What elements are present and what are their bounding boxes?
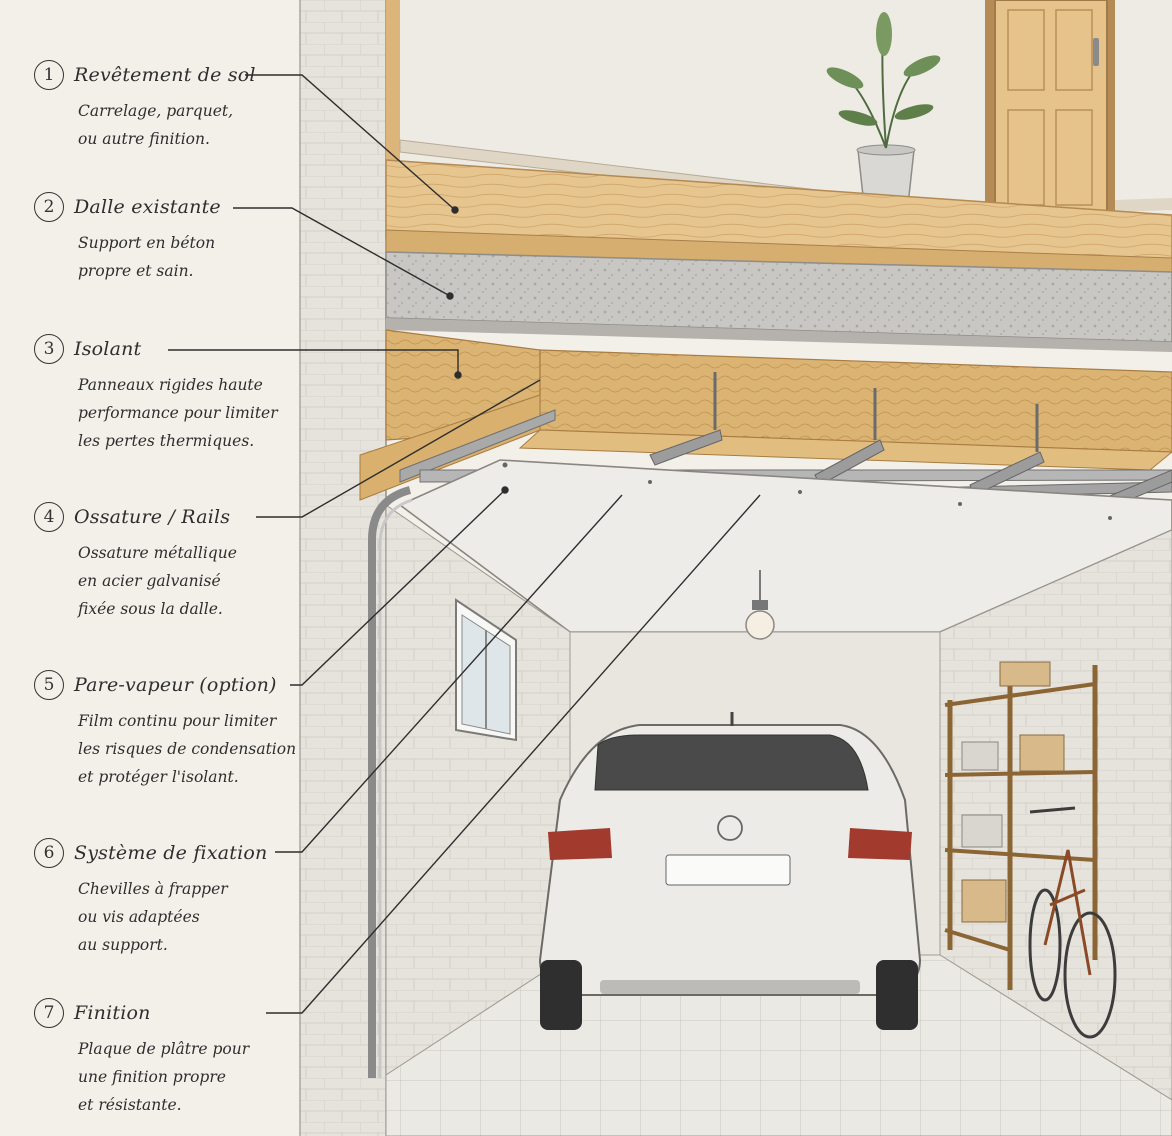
door-handle-icon [1093,38,1099,66]
legend-title: Finition [74,1002,151,1024]
leader-lines [168,74,761,1014]
legend-title: Système de fixation [74,842,268,864]
legend-number-badge: 3 [34,334,64,364]
garage-door-rail [368,486,413,1078]
layer-insulation [359,329,1172,501]
door [985,0,1115,220]
potted-plant [826,12,941,206]
legend-number-badge: 7 [34,998,64,1028]
legend-number-badge: 2 [34,192,64,222]
legend-item-1: 1 Revêtement de sol Carrelage, parquet, … [34,60,324,153]
legend-description: Carrelage, parquet, ou autre finition. [78,102,234,148]
legend-number-badge: 4 [34,502,64,532]
legend-number-badge: 5 [34,670,64,700]
layer-concrete-slab [385,251,1172,352]
legend-number-badge: 6 [34,838,64,868]
car [538,712,922,1030]
legend-title: Dalle existante [74,196,221,218]
legend-item-2: 2 Dalle existante Support en béton propr… [34,192,324,285]
legend-description: Film continu pour limiter les risques de… [78,712,297,786]
legend-item-5: 5 Pare-vapeur (option) Film continu pour… [34,670,324,791]
legend-title: Revêtement de sol [74,64,256,86]
legend-description: Support en béton propre et sain. [78,234,216,280]
legend-title: Pare-vapeur (option) [74,674,277,696]
legend-item-7: 7 Finition Plaque de plâtre pour une fin… [34,998,324,1119]
legend-description: Chevilles à frapper ou vis adaptées au s… [78,880,228,954]
legend-item-6: 6 Système de fixation Chevilles à frappe… [34,838,324,959]
legend-description: Plaque de plâtre pour une finition propr… [78,1040,250,1114]
storage-shelf [944,665,1098,990]
legend-title: Ossature / Rails [74,506,231,528]
pendant-lamp [745,570,775,640]
legend-item-3: 3 Isolant Panneaux rigides haute perform… [34,334,324,455]
legend-number-badge: 1 [34,60,64,90]
storage-boxes [961,661,1065,923]
legend-title: Isolant [74,338,142,360]
legend-description: Panneaux rigides haute performance pour … [78,376,278,450]
car-badge-icon [717,815,743,841]
window [455,598,517,742]
legend-description: Ossature métallique en acier galvanisé f… [78,544,237,618]
layer-floor-covering [385,159,1172,273]
bicycle [1028,806,1117,1039]
legend-item-4: 4 Ossature / Rails Ossature métallique e… [34,502,324,623]
